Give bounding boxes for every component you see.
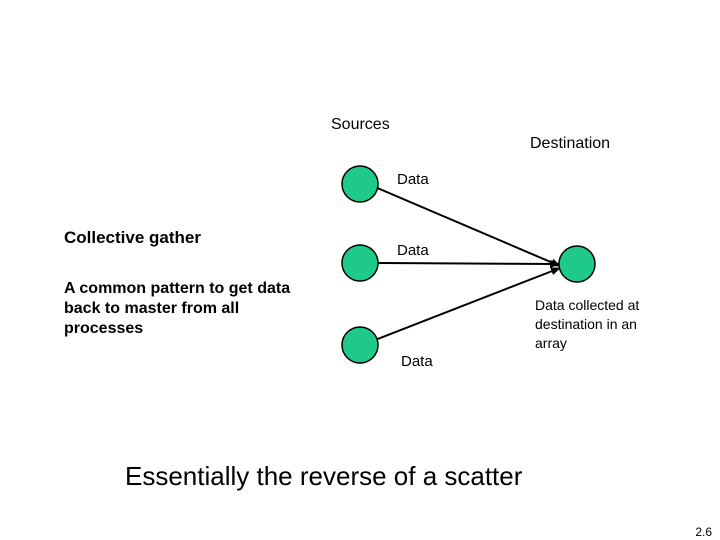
destination-node xyxy=(558,245,596,283)
slide-title: Collective gather xyxy=(64,228,201,247)
source-2-data-label: Data xyxy=(397,242,429,259)
sources-label: Sources xyxy=(331,116,390,133)
edge-source-1-to-destination xyxy=(374,186,561,267)
slide-summary: Essentially the reverse of a scatter xyxy=(125,461,523,491)
source-1-data-label: Data xyxy=(397,171,429,188)
source-node-2 xyxy=(341,244,379,282)
source-node-1 xyxy=(341,165,379,203)
slide-number: 2.6 xyxy=(695,525,712,539)
edge-source-3-to-destination xyxy=(374,267,561,341)
destination-label: Destination xyxy=(530,135,611,152)
slide-description: A common pattern to get data back to mas… xyxy=(64,280,291,337)
source-node-3 xyxy=(341,326,379,364)
source-3-data-label: Data xyxy=(401,353,433,370)
edge-source-2-to-destination xyxy=(377,259,560,268)
destination-note: Data collected at destination in an arra… xyxy=(535,297,640,351)
